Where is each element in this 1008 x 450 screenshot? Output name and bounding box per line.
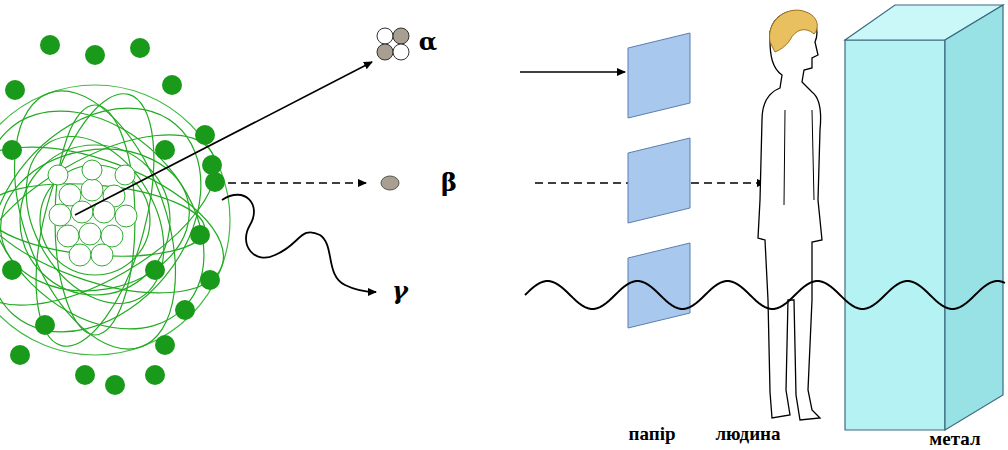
alpha-arrow xyxy=(75,62,372,215)
beta-arrow xyxy=(228,182,366,184)
atom xyxy=(0,66,247,373)
metal-block xyxy=(845,5,1003,430)
particle-symbol: α xyxy=(419,30,437,54)
material-label: папір xyxy=(629,424,676,443)
alpha-arrow xyxy=(520,71,625,73)
gamma-wave xyxy=(525,281,1005,309)
beta-particle xyxy=(381,176,399,190)
alpha-particle xyxy=(377,28,409,60)
paper-sheets xyxy=(628,33,690,328)
gamma-wave xyxy=(222,195,376,292)
person xyxy=(758,10,822,420)
particle-symbol: γ xyxy=(392,279,408,303)
material-label: метал xyxy=(929,429,980,448)
nucleus xyxy=(48,160,137,266)
particle-symbol: β xyxy=(441,171,457,195)
electrons xyxy=(2,35,225,395)
material-label: людина xyxy=(715,424,780,443)
